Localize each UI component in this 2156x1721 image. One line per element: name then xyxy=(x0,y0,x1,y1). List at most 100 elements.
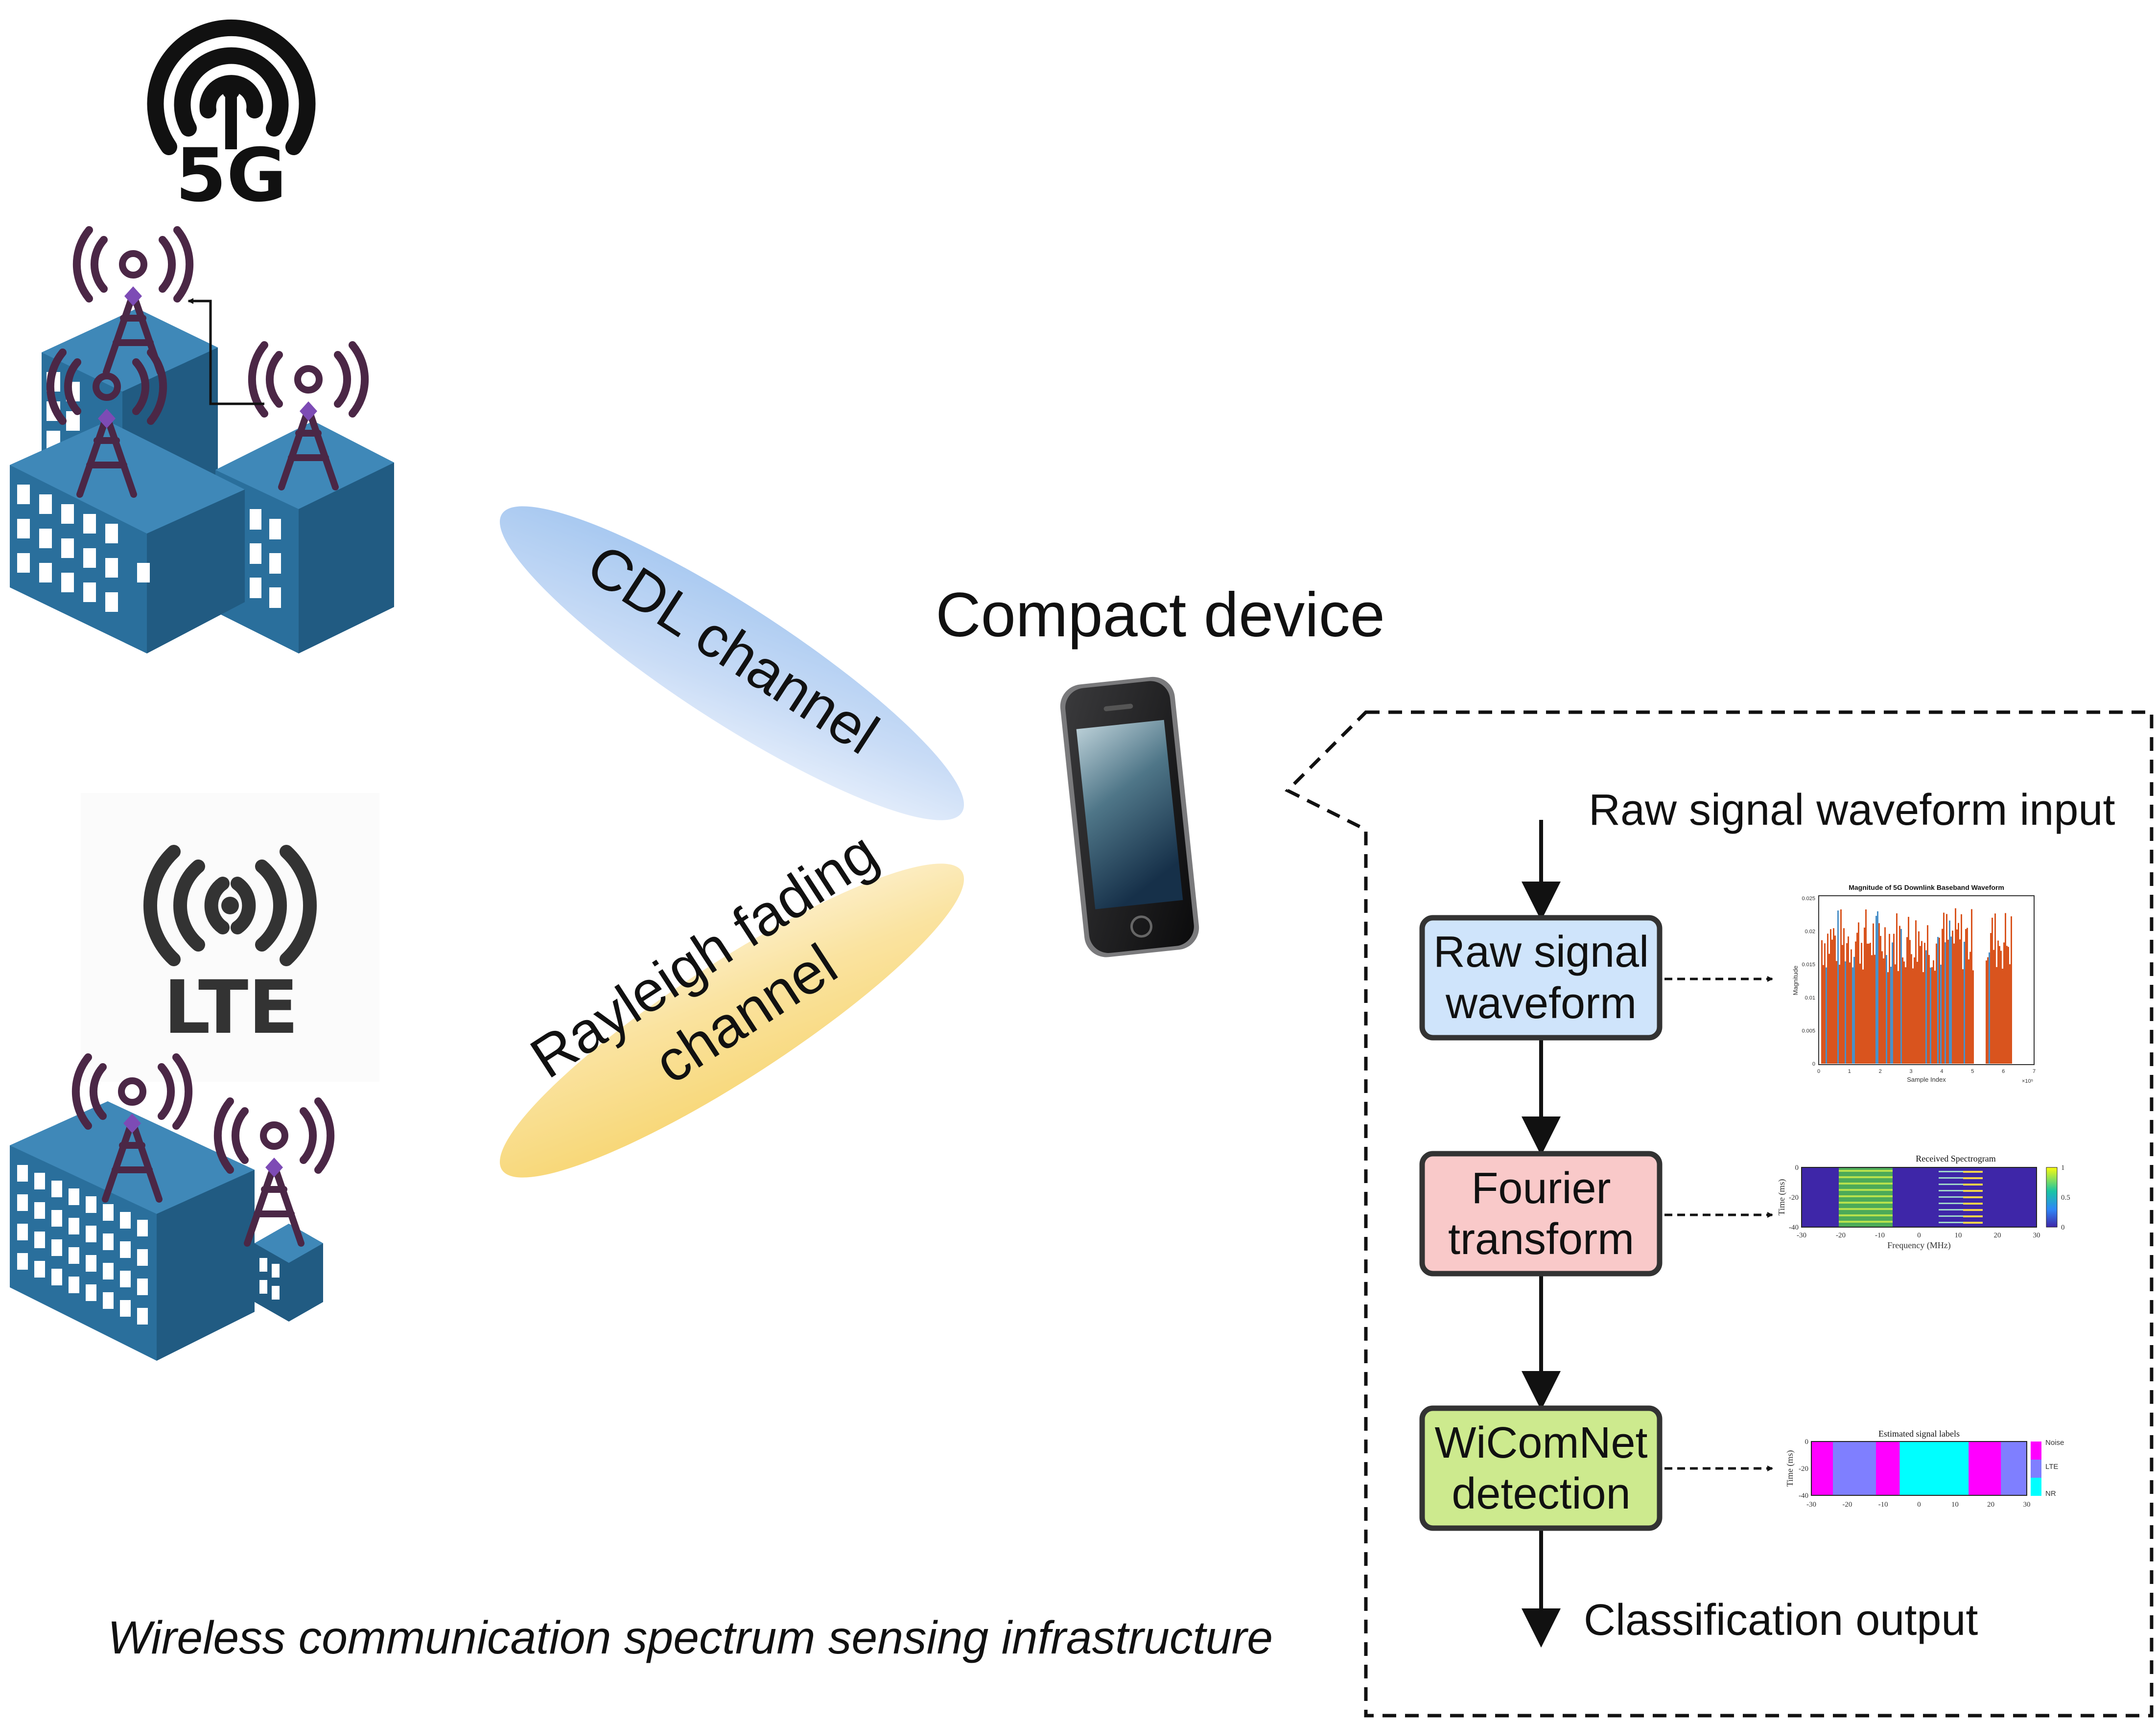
step-label-line2: transform xyxy=(1448,1215,1634,1264)
waveform-bar xyxy=(1934,971,1936,1064)
figure-caption: Wireless communication spectrum sensing … xyxy=(108,1612,1273,1664)
waveform-bar xyxy=(1936,943,1937,1064)
labels-xtick: 30 xyxy=(2023,1501,2031,1509)
waveform-bar xyxy=(1895,964,1896,1064)
waveform-bar xyxy=(1999,946,2000,1064)
smartphone-icon xyxy=(1060,676,1199,957)
waveform-bar xyxy=(1906,937,1908,1064)
waveform-bar xyxy=(2005,913,2006,1064)
waveform-bar xyxy=(2003,942,2005,1064)
waveform-bar xyxy=(1943,912,1945,1064)
spectrogram-xtick: -10 xyxy=(1875,1232,1885,1239)
waveform-bar xyxy=(2008,947,2009,1064)
waveform-bar xyxy=(1899,926,1900,1064)
waveform-bar xyxy=(1950,936,1952,1064)
legend-swatch xyxy=(2031,1442,2041,1460)
waveform-xtick: 5 xyxy=(1971,1069,1974,1074)
waveform-bar xyxy=(1871,955,1873,1064)
waveform-bar xyxy=(1942,929,1943,1064)
waveform-ytick: 0.005 xyxy=(1802,1028,1815,1034)
labels-xtick: 10 xyxy=(1951,1501,1959,1509)
labels-xtick: -10 xyxy=(1878,1501,1888,1509)
colorbar-tick: 1 xyxy=(2061,1164,2065,1172)
waveform-bar xyxy=(1967,928,1968,1064)
waveform-bar xyxy=(1925,950,1927,1064)
step-label-line1: WiComNet xyxy=(1434,1419,1647,1467)
waveform-bar xyxy=(1958,923,1959,1064)
spectrogram-row xyxy=(1839,1208,1893,1210)
spectrogram-row xyxy=(1963,1196,1983,1198)
waveform-ytick: 0.025 xyxy=(1802,896,1815,902)
waveform-plot-ylabel: Magnitude xyxy=(1792,966,1799,996)
spectrogram-row xyxy=(1839,1221,1893,1223)
waveform-bar xyxy=(1845,961,1846,1064)
waveform-xtick: 3 xyxy=(1910,1069,1913,1074)
waveform-bar xyxy=(1851,949,1852,1064)
waveform-bar xyxy=(1949,920,1950,1064)
waveform-bar xyxy=(1902,957,1903,1064)
cdl-channel-beam xyxy=(499,506,964,820)
waveform-bar xyxy=(1831,939,1833,1064)
waveform-bar xyxy=(1839,964,1840,1064)
waveform-bar xyxy=(1836,961,1837,1064)
labels-xtick: -20 xyxy=(1842,1501,1852,1509)
step-box-raw-waveform xyxy=(1419,915,1663,1041)
spectrogram-row xyxy=(1939,1184,1963,1185)
waveform-bar xyxy=(1881,951,1883,1064)
waveform-bar xyxy=(1870,943,1871,1064)
waveform-bar xyxy=(1946,914,1947,1064)
colorbar-tick: 0.5 xyxy=(2061,1194,2070,1202)
label-segment xyxy=(1833,1442,1876,1495)
waveform-bar xyxy=(1992,917,1993,1064)
waveform-bar xyxy=(1931,967,1933,1064)
waveform-xtick: 2 xyxy=(1879,1069,1882,1074)
spectrogram-xtick: -30 xyxy=(1797,1232,1806,1239)
spectrogram-colorbar xyxy=(2046,1167,2058,1228)
waveform-bar xyxy=(1911,954,1912,1064)
waveform-bar xyxy=(1964,941,1965,1064)
waveform-bar xyxy=(1878,923,1880,1064)
pipeline-callout-frame xyxy=(1285,710,2154,1718)
waveform-bar xyxy=(1830,929,1831,1064)
spectrogram-row xyxy=(1839,1170,1893,1172)
spectrogram-row xyxy=(1963,1203,1983,1205)
waveform-bar xyxy=(1953,943,1955,1064)
spectrogram-row xyxy=(1939,1209,1963,1210)
waveform-bar xyxy=(1864,928,1865,1064)
labels-ytick: 0 xyxy=(1805,1438,1809,1446)
waveform-bar xyxy=(1840,909,1842,1064)
waveform-bar xyxy=(1892,942,1893,1064)
waveform-bar xyxy=(1853,956,1855,1064)
waveform-bar xyxy=(1828,954,1830,1064)
waveform-bar xyxy=(1955,908,1956,1064)
waveform-bar xyxy=(1914,957,1915,1064)
waveform-bar xyxy=(1823,965,1824,1064)
spectrogram-row xyxy=(1963,1190,1983,1192)
waveform-bar xyxy=(1962,969,1964,1064)
waveform-ytick: 0 xyxy=(1812,1061,1815,1067)
waveform-bar xyxy=(1849,962,1851,1064)
waveform-bar xyxy=(1846,943,1848,1064)
waveform-xtick: 7 xyxy=(2033,1069,2036,1074)
spectrogram-row xyxy=(1963,1177,1983,1179)
waveform-bar xyxy=(1874,954,1875,1064)
label-segment xyxy=(1899,1442,1941,1495)
waveform-bar xyxy=(1865,909,1867,1064)
spectrogram-title: Received Spectrogram xyxy=(1916,1154,1995,1163)
waveform-xtick: 0 xyxy=(1817,1069,1820,1074)
waveform-bar xyxy=(1924,943,1925,1064)
spectrogram-xtick: 10 xyxy=(1955,1232,1962,1239)
waveform-bar xyxy=(1918,931,1920,1064)
spectrogram-row xyxy=(1939,1215,1963,1217)
spectrogram-ytick: -20 xyxy=(1789,1194,1799,1202)
waveform-bar xyxy=(1848,936,1849,1064)
waveform-bar xyxy=(1921,941,1922,1064)
waveform-xtick: 4 xyxy=(1940,1069,1943,1074)
rayleigh-channel-beam xyxy=(499,863,964,1178)
device-label: Compact device xyxy=(936,580,1385,650)
waveform-bar xyxy=(1956,929,1958,1064)
waveform-bar xyxy=(1987,957,1989,1064)
spectrogram-row xyxy=(1839,1195,1893,1197)
